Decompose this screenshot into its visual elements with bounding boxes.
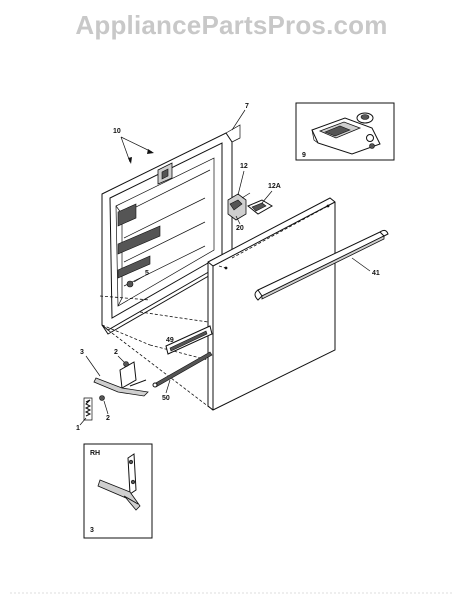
label-20: 20 — [236, 225, 244, 232]
callout-10: 10 — [113, 128, 154, 164]
latch-assembly: 12 12A 20 — [227, 163, 281, 232]
label-9: 9 — [302, 152, 306, 159]
label-3-inset: 3 — [90, 527, 94, 534]
label-12a: 12A — [268, 183, 281, 190]
inset-rh-hinge: RH 3 — [83, 443, 153, 539]
label-7: 7 — [245, 103, 249, 110]
inset-part-9: 9 — [295, 102, 395, 161]
part-49-strip: 49 — [165, 325, 213, 355]
label-5: 5 — [145, 270, 149, 277]
hinge-assembly: 2 2 3 1 — [76, 349, 149, 432]
label-1: 1 — [76, 425, 80, 432]
part-50-rod: 50 — [152, 351, 213, 402]
label-3: 3 — [80, 349, 84, 356]
label-2-lower: 2 — [106, 415, 110, 422]
label-41: 41 — [372, 270, 380, 277]
outer-door-panel — [107, 197, 336, 411]
label-50: 50 — [162, 395, 170, 402]
label-49: 49 — [166, 337, 174, 344]
label-rh: RH — [90, 450, 100, 457]
label-10: 10 — [113, 128, 121, 135]
label-2-upper: 2 — [114, 349, 118, 356]
door-handle: 41 — [254, 229, 389, 301]
callout-7: 7 — [231, 103, 249, 131]
watermark-logo: AppliancePartsPros.com — [75, 10, 388, 40]
label-12: 12 — [240, 163, 248, 170]
alignment-lines — [99, 295, 209, 361]
